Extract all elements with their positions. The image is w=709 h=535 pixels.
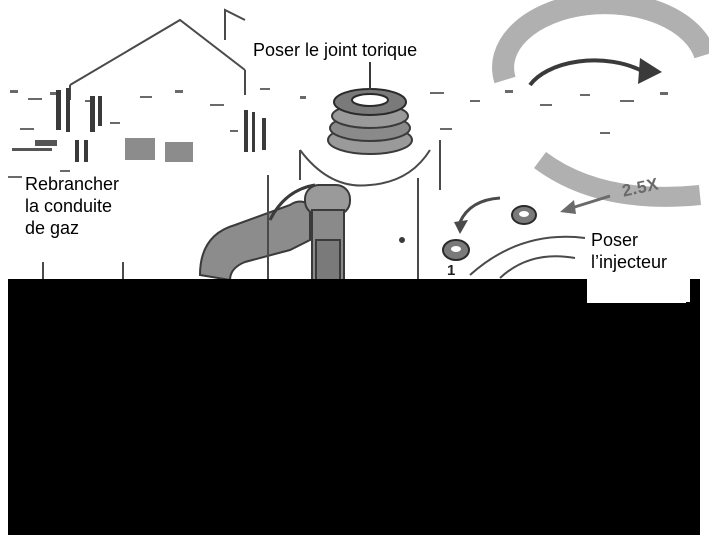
- appliance-housing: [70, 10, 245, 100]
- step-number: 1: [447, 262, 455, 279]
- callout-gas-line-2: la conduite: [25, 195, 119, 217]
- vent-slots: [56, 88, 266, 162]
- rotation-arrow: [503, 3, 705, 214]
- callout-gas-line: Rebrancher la conduite de gaz: [22, 172, 122, 240]
- injector-body: [470, 237, 585, 278]
- callout-injector-2: l’injecteur: [591, 251, 687, 273]
- callout-gas-line-1: Rebrancher: [25, 173, 119, 195]
- burner-ports: [12, 138, 193, 162]
- callout-o-ring: Poser le joint torique: [250, 38, 420, 62]
- redaction-block: [8, 279, 700, 535]
- callout-injector-1: Poser: [591, 229, 687, 251]
- callout-o-ring-text: Poser le joint torique: [253, 40, 417, 60]
- callout-gas-line-3: de gaz: [25, 217, 119, 239]
- gas-pipe: [200, 185, 404, 280]
- o-ring-gasket: [328, 60, 412, 154]
- callout-injector: Poser l’injecteur: [588, 228, 690, 302]
- injector-washers: [443, 198, 536, 260]
